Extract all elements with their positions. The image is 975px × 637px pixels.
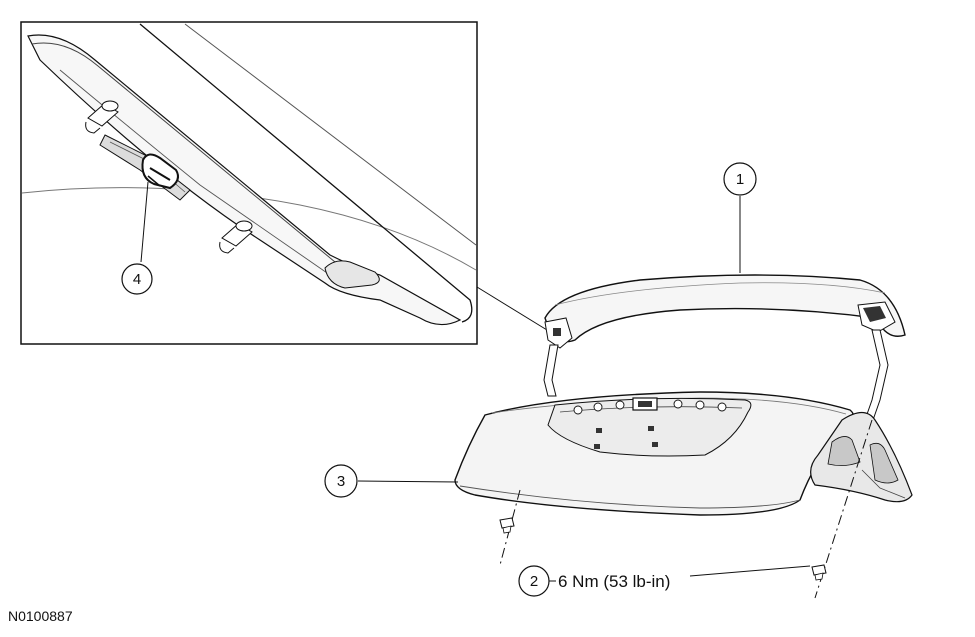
fasteners: 2 6 Nm (53 lb-in): [499, 419, 873, 599]
inset-spoiler-top-edge: [184, 23, 477, 246]
spoiler-right-stem: [864, 329, 889, 421]
callout-4-number: 4: [133, 271, 141, 288]
spoiler-right-clip: [863, 306, 886, 322]
inset-connector: [99, 134, 191, 201]
spoiler-body: [544, 274, 906, 343]
inset-spoiler-lip: [31, 42, 336, 263]
detail-inset: 4: [20, 21, 478, 345]
spoiler: 1: [543, 162, 906, 421]
left-nut-icon: [499, 517, 515, 534]
decklid-hole-3: [594, 444, 600, 449]
decklid: 3: [324, 391, 913, 516]
decklid-hole-1: [596, 428, 602, 433]
decklid-latch-slot: [638, 401, 652, 407]
decklid-fasteners: [573, 399, 727, 415]
inset-spoiler-inner-edge: [59, 69, 331, 276]
tail-lamp-lens-3: [861, 469, 906, 499]
figure-id: N0100887: [8, 608, 73, 624]
decklid-hole-4: [652, 442, 658, 447]
decklid-hole-2: [648, 426, 654, 431]
torque-spec-label: 6 Nm (53 lb-in): [558, 572, 670, 591]
inset-stud-lower: [219, 220, 253, 254]
tail-lamp-lens-1: [827, 436, 861, 466]
inset-stud-upper: [85, 100, 119, 134]
spoiler-left-clip: [553, 328, 561, 336]
callout-1-circle: [723, 162, 757, 196]
callout-3-leader: [357, 480, 459, 483]
inset-body-curve: [21, 187, 477, 271]
tail-lamp-lens-2: [869, 442, 899, 484]
callout-4-circle: [121, 263, 153, 295]
inset-leader-line: [476, 286, 548, 331]
inset-end-cap: [324, 260, 380, 289]
left-fastener-centerline: [499, 489, 521, 566]
callout-2-leader: [689, 565, 811, 577]
callout-1-number: 1: [736, 171, 744, 188]
inset-spoiler-upper-edge: [139, 23, 473, 323]
callout-3-circle: [324, 464, 358, 498]
callout-4-leader: [140, 181, 149, 263]
callout-2-number: 2: [530, 573, 538, 590]
callout-3-number: 3: [337, 473, 345, 490]
spoiler-left-stem: [543, 344, 559, 397]
spoiler-top-highlight: [554, 282, 886, 306]
right-nut-icon: [811, 564, 827, 581]
decklid-lower-edge: [459, 485, 801, 509]
